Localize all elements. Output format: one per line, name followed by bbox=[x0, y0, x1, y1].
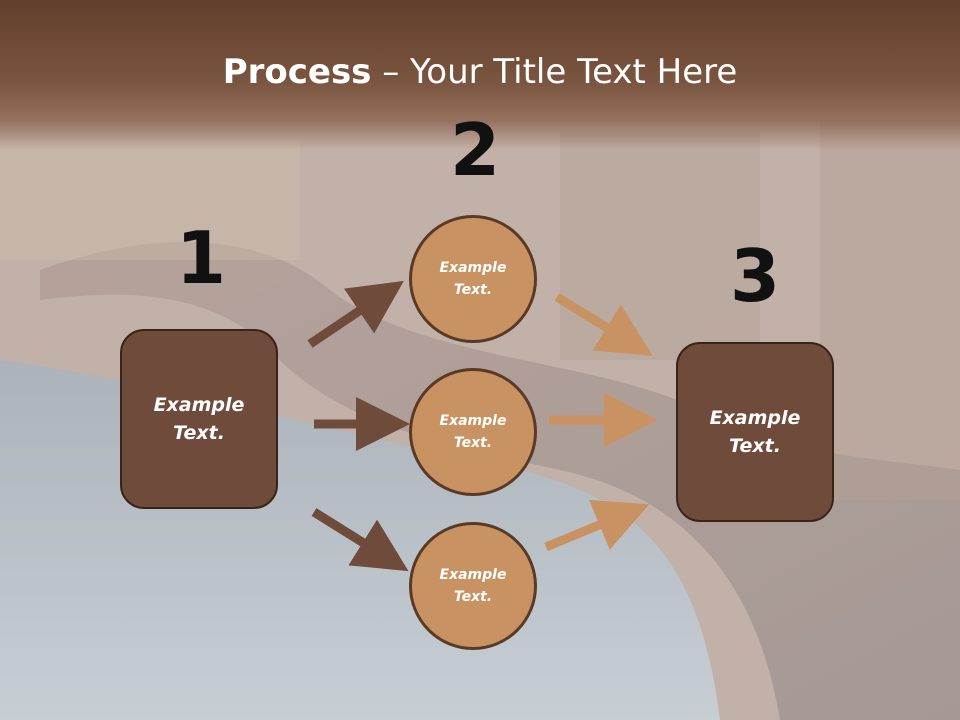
circle-middle[interactable]: Example Text. bbox=[409, 368, 537, 496]
circle-bottom-text: Example Text. bbox=[439, 566, 507, 605]
step-box-3[interactable]: Example Text. bbox=[676, 342, 834, 522]
arrow-right-down-icon bbox=[311, 508, 409, 572]
arrow-right-down-icon bbox=[554, 293, 653, 356]
circle-top-text: Example Text. bbox=[439, 259, 507, 298]
arrow-right-up-icon bbox=[307, 280, 404, 348]
title-band bbox=[0, 0, 960, 150]
circle-top[interactable]: Example Text. bbox=[409, 215, 537, 343]
step-number-1: 1 bbox=[176, 216, 227, 300]
step-box-1-text: Example Text. bbox=[153, 393, 245, 445]
step-number-2: 2 bbox=[450, 108, 501, 192]
circle-middle-text: Example Text. bbox=[439, 412, 507, 451]
title-rest: – Your Title Text Here bbox=[371, 52, 738, 92]
step-box-3-text: Example Text. bbox=[709, 406, 801, 458]
circle-bottom[interactable]: Example Text. bbox=[409, 522, 537, 650]
slide-title[interactable]: Process – Your Title Text Here bbox=[0, 52, 960, 92]
arrow-right-up-icon bbox=[544, 499, 650, 552]
step-number-3: 3 bbox=[730, 234, 781, 318]
title-bold: Process bbox=[222, 52, 372, 92]
step-box-1[interactable]: Example Text. bbox=[120, 329, 278, 509]
